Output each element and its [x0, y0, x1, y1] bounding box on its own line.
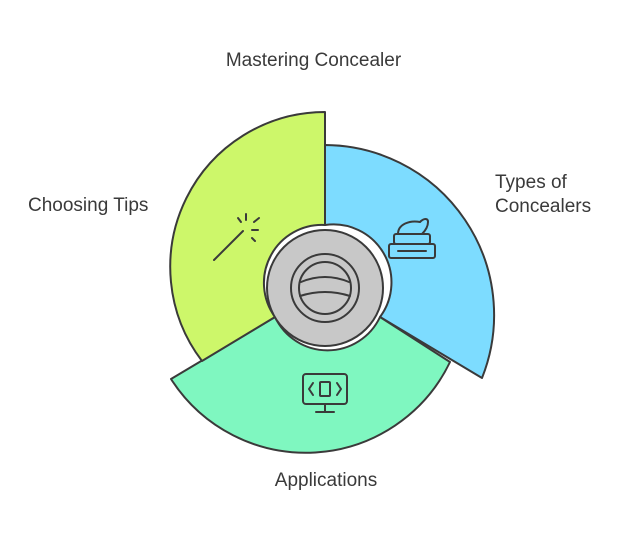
segment-types-of-concealers: [324, 144, 496, 379]
label-applications: Applications: [274, 470, 378, 491]
cream-jar-icon: [388, 218, 436, 259]
sphere-icon: [290, 253, 360, 323]
label-types-line2: Concealers: [495, 196, 592, 217]
magic-wand-icon: [213, 213, 260, 261]
diagram-title: Mastering Concealer: [225, 50, 402, 71]
label-types-of-concealers: Types of Concealers: [495, 171, 591, 219]
segment-applications: [170, 316, 451, 454]
monitor-code-icon: [302, 373, 348, 413]
segment-choosing-tips: [169, 111, 326, 362]
label-choosing-tips: Choosing Tips: [28, 195, 149, 216]
label-types-line1: Types of: [495, 172, 567, 193]
